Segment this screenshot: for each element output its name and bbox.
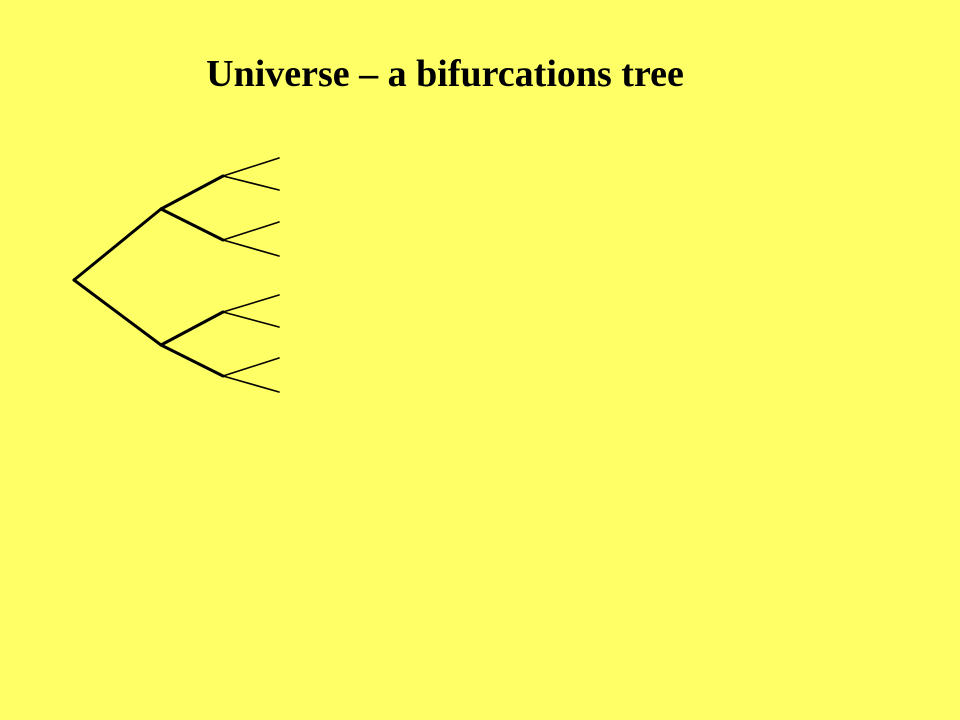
- tree-branch-lower-upper: [159, 310, 225, 347]
- tree-branch-lower-lower: [159, 343, 225, 378]
- tree-leaf: [222, 357, 280, 377]
- tree-branch-upper-upper: [159, 174, 225, 211]
- tree-leaf: [222, 221, 280, 241]
- tree-branch-root-lower: [72, 278, 163, 347]
- tree-branch-upper-lower: [159, 207, 225, 242]
- slide-title: Universe – a bifurcations tree: [206, 53, 684, 95]
- tree-leaf: [222, 175, 280, 191]
- tree-leaf: [222, 294, 280, 313]
- tree-leaf: [222, 157, 280, 177]
- tree-branch-root-upper: [72, 207, 163, 282]
- tree-leaf: [222, 375, 280, 393]
- tree-leaf: [222, 239, 280, 257]
- tree-leaf: [222, 311, 280, 328]
